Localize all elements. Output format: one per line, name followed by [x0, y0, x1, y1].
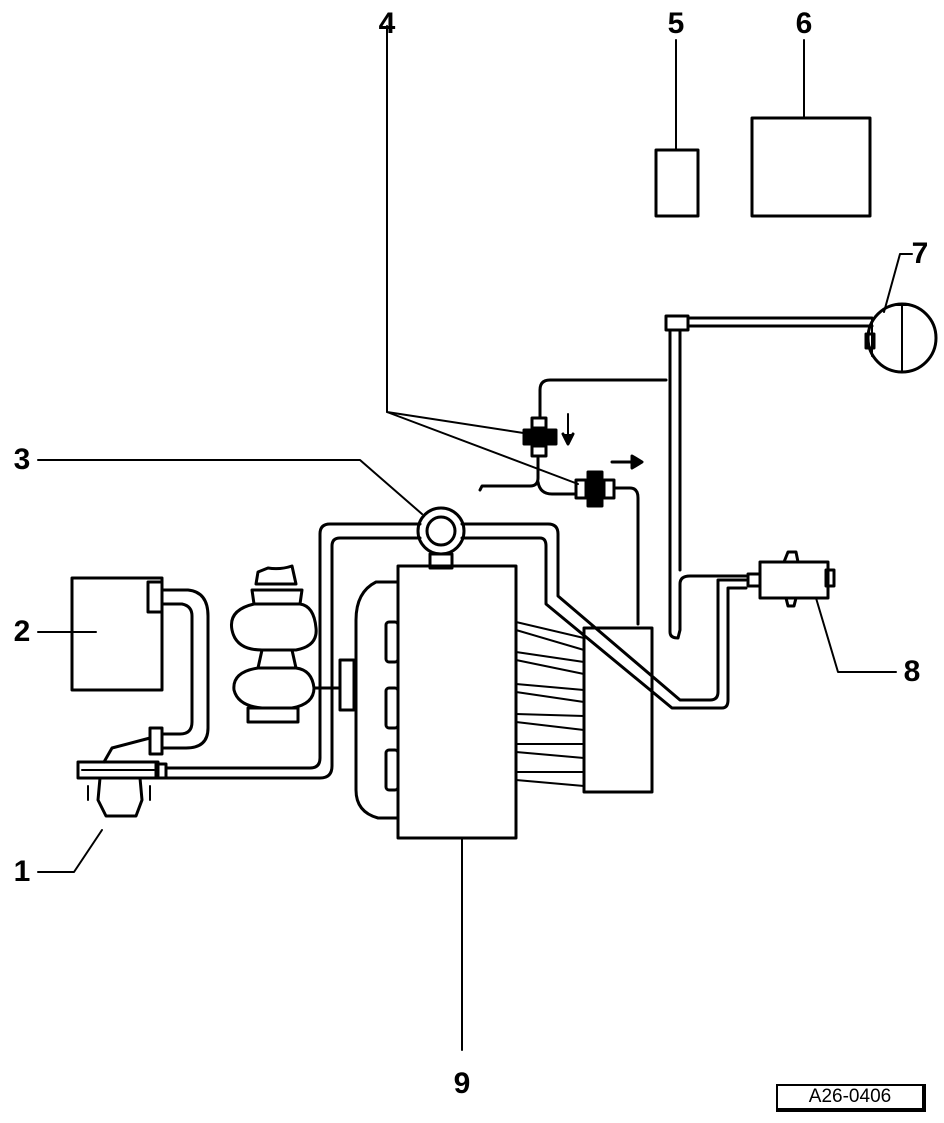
callout-5: 5: [667, 7, 685, 40]
component-1-valve: [76, 736, 168, 818]
component-8-canister: [746, 550, 836, 608]
figure-reference-label: A26-0406: [776, 1084, 926, 1112]
vacuum-line-right: [664, 314, 874, 640]
callout-7: 7: [911, 237, 929, 270]
callout-1: 1: [13, 855, 31, 888]
vacuum-line-left: [164, 522, 422, 780]
component-9-engine: [338, 564, 518, 1051]
bellows-device: [229, 564, 342, 724]
callout-3: 3: [13, 443, 31, 476]
intake-runners: [515, 621, 585, 787]
callout-2: 2: [13, 615, 31, 648]
callout-6: 6: [795, 7, 813, 40]
callout-9: 9: [453, 1067, 471, 1100]
intake-plenum: [582, 626, 654, 794]
component-5-box: [654, 148, 700, 218]
component-2-box: [70, 576, 210, 756]
component-4-valves: [478, 378, 668, 626]
component-3-ring: [416, 506, 748, 710]
component-6-box: [750, 116, 872, 218]
callout-8: 8: [903, 655, 921, 688]
callout-4: 4: [378, 7, 396, 40]
component-7-reservoir: [864, 302, 938, 374]
leader-lines: [37, 25, 913, 873]
